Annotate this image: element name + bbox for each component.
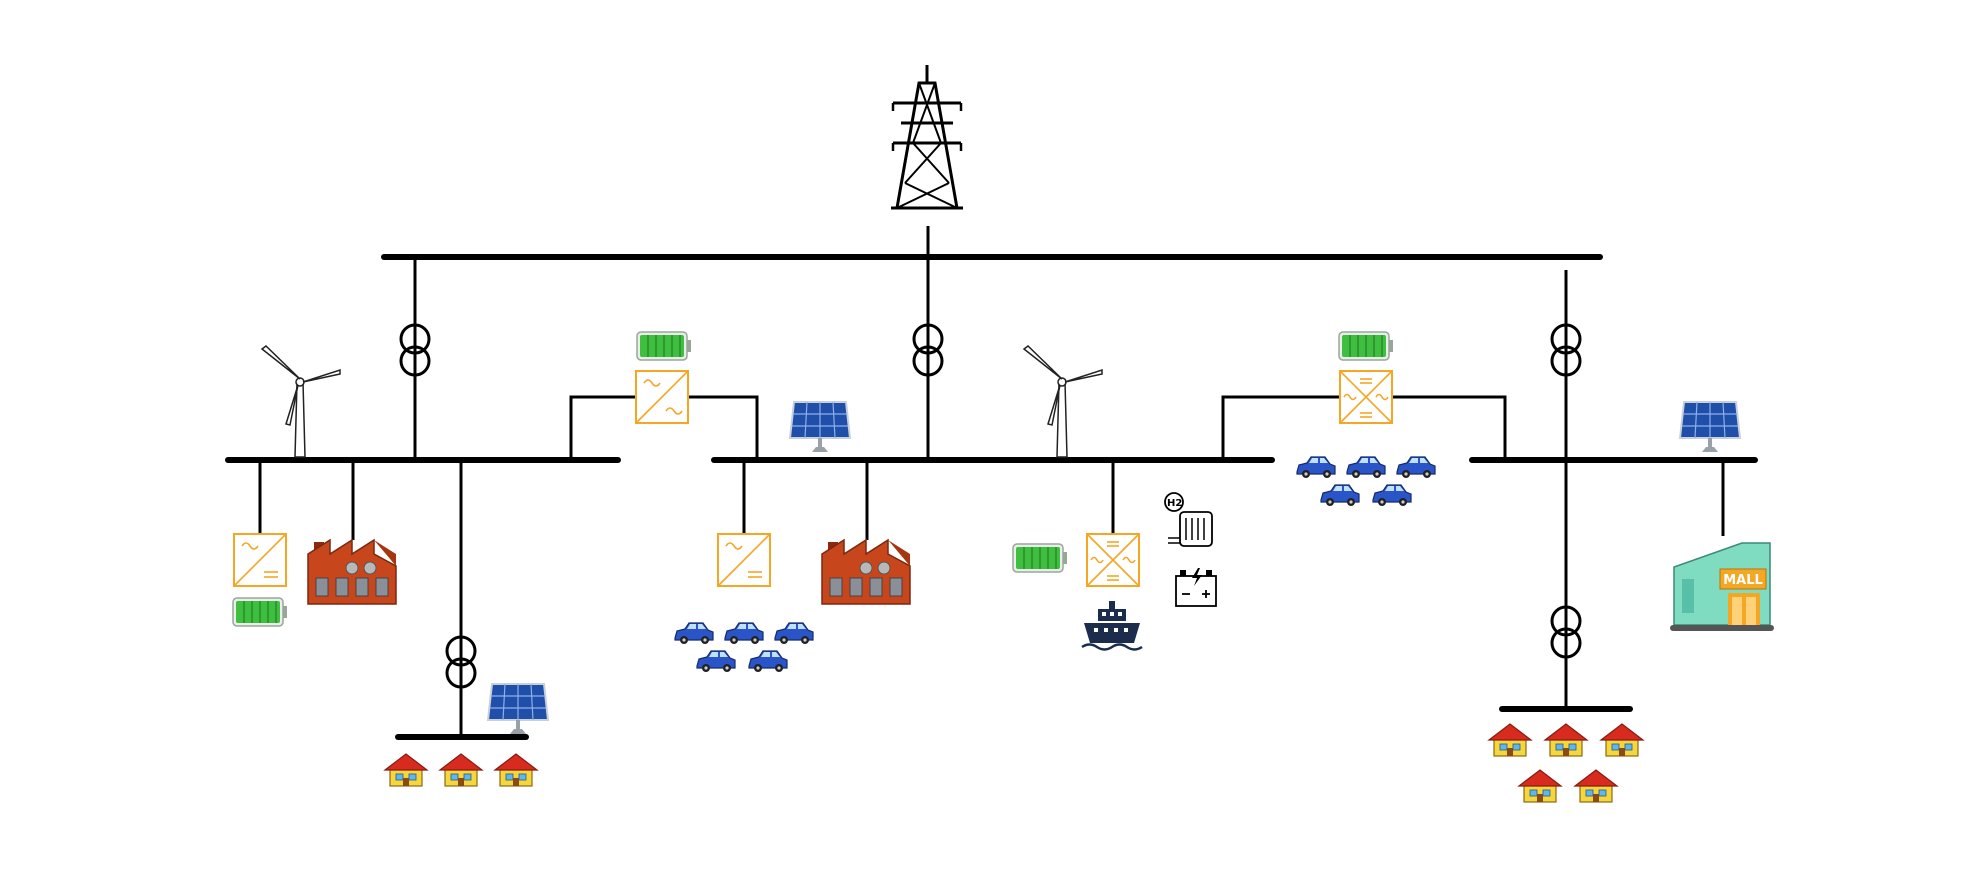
house-icon — [494, 753, 538, 787]
house-icon — [1518, 769, 1562, 803]
factory-icon — [821, 539, 911, 605]
electric-car-icon — [674, 622, 714, 645]
interconnector-left-middle — [569, 395, 759, 460]
hydrogen-label: H2 — [1167, 498, 1182, 509]
house-icon — [1600, 723, 1644, 757]
wind-turbine-icon — [1023, 345, 1103, 458]
solar-panel-icon — [487, 683, 549, 735]
electric-car-icon — [1320, 484, 1360, 507]
ac-dc-converter-icon — [717, 533, 771, 587]
battery-icon — [232, 597, 288, 627]
ship-icon — [1081, 601, 1143, 651]
wind-turbine-icon — [261, 345, 341, 458]
electric-car-icon — [724, 622, 764, 645]
house-icon — [1574, 769, 1618, 803]
house-icon — [384, 753, 428, 787]
transmission-tower-icon — [891, 65, 963, 210]
electric-car-icon — [774, 622, 814, 645]
ac-ac-converter-icon — [635, 370, 689, 424]
battery-icon — [636, 331, 692, 361]
house-icon — [1544, 723, 1588, 757]
electric-car-icon — [748, 650, 788, 673]
back-to-back-converter-icon — [1086, 533, 1140, 587]
house-icon — [439, 753, 483, 787]
mall-icon: MALL — [1670, 542, 1774, 631]
electric-car-icon — [1396, 456, 1436, 479]
electric-car-icon — [696, 650, 736, 673]
battery-icon — [1012, 543, 1068, 573]
solar-panel-icon — [1679, 401, 1741, 453]
factory-icon — [307, 539, 397, 605]
back-to-back-converter-icon — [1339, 370, 1393, 424]
battery-icon — [1338, 331, 1394, 361]
solar-panel-icon — [789, 401, 851, 453]
electric-car-icon — [1296, 456, 1336, 479]
interconnector-middle-right — [1221, 395, 1507, 460]
mall-sign: MALL — [1723, 573, 1763, 588]
electric-car-icon — [1372, 484, 1412, 507]
battery-charger-icon — [1175, 568, 1217, 607]
house-icon — [1488, 723, 1532, 757]
hydrogen-electrolyzer-icon: H2 — [1164, 492, 1213, 547]
ac-dc-converter-icon — [233, 533, 287, 587]
electric-car-icon — [1346, 456, 1386, 479]
